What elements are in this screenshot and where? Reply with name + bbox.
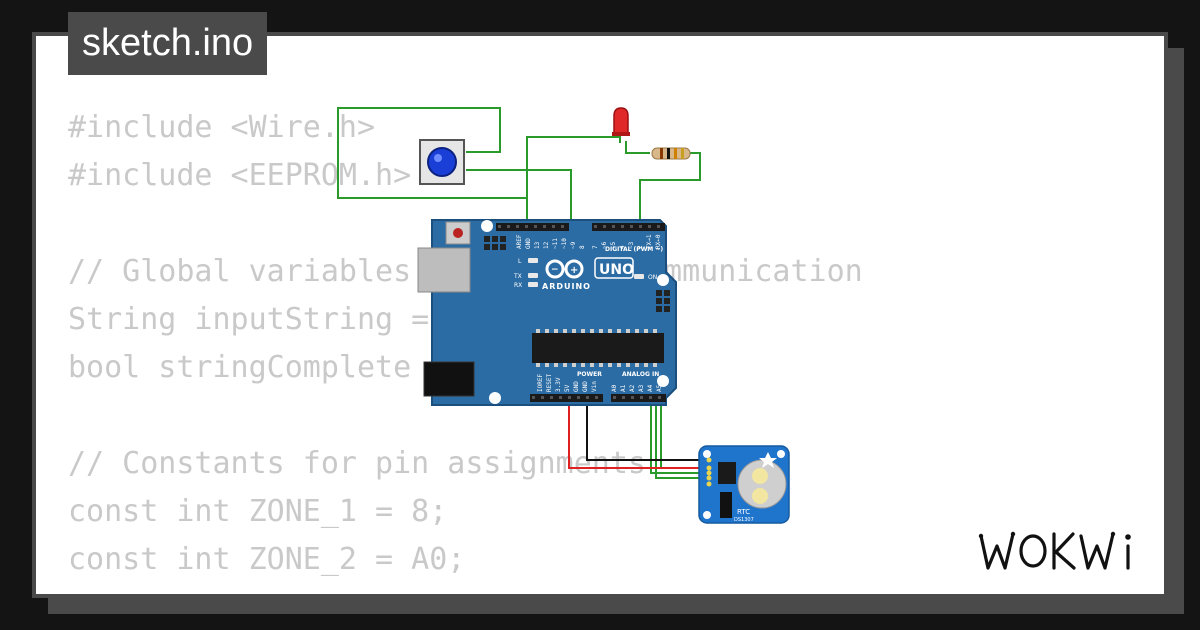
pin-label: 5V — [564, 384, 571, 392]
pin-label: 7 — [592, 245, 599, 249]
wire-red-5v — [568, 397, 706, 469]
svg-text:+: + — [570, 265, 578, 276]
pin-label: 2 — [637, 245, 644, 249]
code-line: // Constants for pin assignments — [68, 446, 646, 481]
pin-label: A5 — [656, 384, 663, 392]
pin-label: ~11 — [552, 238, 559, 249]
pin-label: 12 — [543, 241, 550, 249]
rx-label: RX — [514, 282, 522, 289]
pin-label: 3.3V — [555, 377, 562, 392]
l-label: L — [518, 258, 522, 265]
pin-label: ~6 — [601, 241, 608, 249]
rtc-label: RTC — [737, 508, 750, 516]
pin-label: A2 — [629, 384, 636, 392]
file-name-tab[interactable]: sketch.ino — [68, 12, 268, 75]
pin-label: ~9 — [570, 241, 577, 249]
push-button[interactable] — [419, 139, 465, 185]
wire-black-gnd — [586, 397, 706, 461]
pin-label: IOREF — [537, 374, 544, 392]
pin-label: GND — [573, 381, 580, 392]
atmega-chip — [532, 333, 664, 363]
pin-label: Vin — [591, 381, 598, 392]
pin-label: TX→1 — [646, 234, 653, 249]
adafruit-star-icon — [759, 452, 777, 468]
pin-label: A1 — [620, 384, 627, 392]
code-line: const int ZONE_1 = 8; — [68, 494, 448, 529]
pin-label: GND — [582, 381, 589, 392]
analog-header[interactable] — [611, 394, 666, 402]
digital-label: DIGITAL (PWM ~) — [605, 246, 663, 253]
code-line: const int ZONE_3 = A1; — [68, 584, 863, 594]
wires-green — [337, 107, 706, 479]
pin-label: A4 — [647, 384, 654, 392]
pin-label: ~5 — [610, 241, 617, 249]
pin-label: A3 — [638, 384, 645, 392]
pin-label: ~10 — [561, 238, 568, 249]
pin-label: RESET — [546, 374, 553, 392]
svg-text:−: − — [551, 265, 559, 275]
wokwi-logo — [978, 531, 1131, 570]
pin-label: 13 — [534, 241, 541, 249]
pin-label: A0 — [611, 384, 618, 392]
pin-label: 4 — [619, 245, 626, 249]
pin-label: AREF — [516, 234, 523, 249]
arduino-infinity-icon — [545, 259, 584, 279]
analog-label: ANALOG IN — [622, 371, 659, 378]
rtc-chip-label: DS1307 — [734, 517, 754, 523]
led-red[interactable] — [612, 107, 630, 136]
board-model-label: UNO — [599, 262, 634, 278]
on-label: ON — [648, 274, 657, 281]
rtc-ds1307-module[interactable]: RTC DS1307 — [698, 445, 790, 524]
resistor — [651, 147, 691, 160]
pin-label: ~3 — [628, 241, 635, 249]
pin-label: 8 — [579, 245, 586, 249]
power-label: POWER — [577, 371, 602, 378]
pin-label: RX←0 — [655, 234, 662, 249]
board-brand-label: ARDUINO — [542, 282, 591, 291]
code-line: #include <Wire.h> — [68, 110, 376, 145]
digital-header[interactable] — [496, 223, 665, 231]
code-line: const int ZONE_2 = A0; — [68, 542, 466, 577]
pin-label: GND — [525, 238, 532, 249]
code-editor[interactable]: #include <Wire.h>#include <EEPROM.h>// G… — [68, 104, 863, 594]
code-line: #include <EEPROM.h> — [68, 158, 412, 193]
tx-label: TX — [513, 273, 522, 280]
power-header[interactable] — [530, 394, 603, 402]
